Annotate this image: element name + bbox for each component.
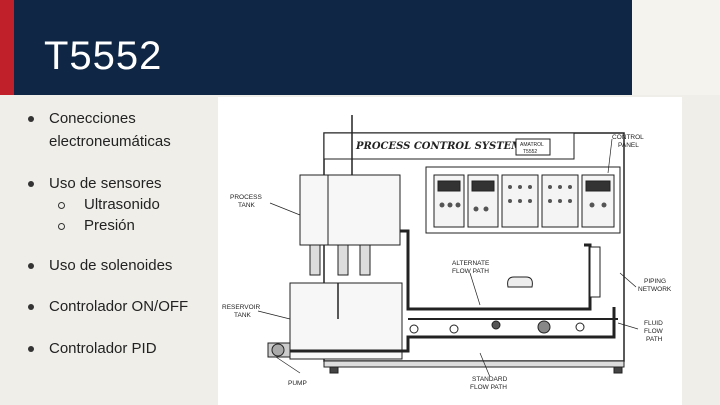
label-piping-network: PIPING	[644, 278, 666, 285]
label-fluid-flow-path: PATH	[646, 336, 663, 343]
pressure-gauge	[575, 322, 585, 332]
badge-model: T5552	[523, 149, 537, 155]
bullet-text-line1: Conecciones	[49, 110, 136, 127]
pump-motor	[271, 343, 285, 357]
venturi-valve	[507, 276, 533, 288]
sub-bullet-ring	[58, 202, 65, 209]
label-reservoir-tank: RESERVOIR	[222, 304, 260, 311]
accent-bar	[0, 0, 14, 95]
bullet-text: Controlador ON/OFF	[49, 298, 189, 315]
label-fluid-flow-path: FLUID	[644, 320, 663, 327]
bullet-dot	[28, 346, 34, 352]
callout-lines	[257, 138, 639, 378]
sub-bullet-text: Presión	[84, 217, 135, 234]
label-control-panel: CONTROL	[612, 134, 644, 141]
tank-outlet	[309, 244, 321, 276]
bullet-text: Controlador PID	[49, 340, 157, 357]
label-reservoir-tank: TANK	[234, 312, 252, 319]
label-fluid-flow-path: FLOW	[644, 328, 664, 335]
label-piping-network: NETWORK	[638, 286, 672, 293]
bullet-dot	[28, 181, 34, 187]
slide-title: T5552	[44, 34, 163, 78]
flow-meter	[589, 246, 601, 298]
bullet-dot	[28, 263, 34, 269]
bullet-dot	[28, 304, 34, 310]
pressure-gauge	[449, 324, 459, 334]
pressure-gauge	[409, 324, 419, 334]
model-badge	[515, 138, 551, 156]
label-standard-flow: STANDARD	[472, 376, 508, 383]
bullet-text: Uso de solenoides	[49, 257, 173, 274]
display	[437, 180, 461, 192]
label-standard-flow: FLOW PATH	[470, 384, 507, 391]
label-pump: PUMP	[288, 380, 307, 387]
valve	[491, 320, 501, 330]
reservoir-tank	[289, 282, 403, 360]
label-alternate-flow: ALTERNATE	[452, 260, 490, 267]
header-right-strip	[632, 0, 720, 95]
pipe-lower	[290, 307, 616, 353]
sub-bullet-ring	[58, 223, 65, 230]
bullet-text: Uso de sensores	[49, 175, 162, 192]
base-plate	[323, 360, 625, 368]
foot	[613, 366, 623, 374]
bullet-dot	[28, 116, 34, 122]
panel-title: PROCESS CONTROL SYSTEM	[355, 141, 523, 152]
foot	[329, 366, 339, 374]
label-process-tank: PROCESS	[230, 194, 262, 201]
panel-knobs	[439, 185, 607, 212]
display	[471, 180, 495, 192]
bullet-text-line2: electroneumáticas	[49, 133, 171, 150]
badge-brand: AMATROL	[520, 142, 544, 148]
title-bar	[0, 0, 632, 95]
valve	[537, 320, 551, 334]
label-process-tank: TANK	[238, 202, 256, 209]
pipe-upper	[400, 229, 592, 311]
label-control-panel: PANEL	[618, 142, 639, 149]
tank-outlet	[359, 244, 371, 276]
label-alternate-flow: FLOW PATH	[452, 268, 489, 275]
process-control-diagram: PROCESS CONTROL SYSTEM AMATROL T5552	[218, 97, 682, 405]
sub-bullet-text: Ultrasonido	[84, 196, 160, 213]
process-tank	[299, 174, 401, 246]
tank-outlet	[337, 244, 349, 276]
display	[585, 180, 611, 192]
